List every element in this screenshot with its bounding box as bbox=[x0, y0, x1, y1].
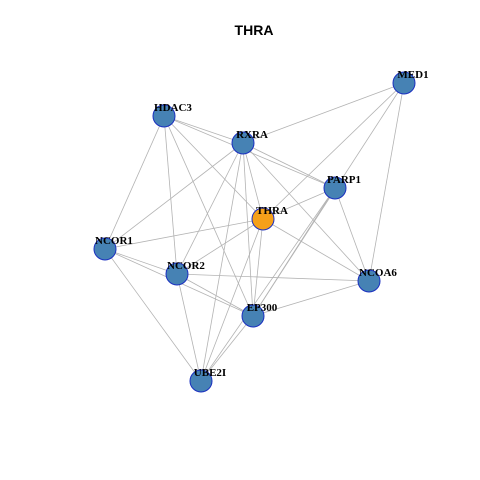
edge-med1-ncoa6 bbox=[368, 82, 405, 282]
node-circle-ncor2 bbox=[165, 262, 189, 286]
edge-ncor2-ncoa6 bbox=[176, 273, 370, 282]
edge-thra-ncor2 bbox=[176, 218, 264, 275]
edge-thra-ep300 bbox=[252, 218, 264, 317]
node-circle-med1 bbox=[392, 71, 416, 95]
node-ube2i: UBE2I bbox=[189, 367, 226, 393]
node-label-ep300: EP300 bbox=[247, 302, 278, 314]
edge-rxra-ep300 bbox=[242, 142, 254, 317]
edge-ncor2-ube2i bbox=[176, 273, 202, 382]
edge-thra-ncoa6 bbox=[262, 218, 370, 282]
edge-parp1-ep300 bbox=[252, 187, 336, 317]
node-label-ncor1: NCOR1 bbox=[95, 235, 133, 247]
edge-parp1-thra bbox=[262, 187, 336, 220]
edge-hdac3-ncor1 bbox=[104, 115, 165, 250]
edges-layer bbox=[104, 82, 405, 382]
edge-thra-ncor1 bbox=[104, 218, 264, 250]
node-label-thra: THRA bbox=[256, 205, 288, 217]
edge-ncoa6-ep300 bbox=[252, 280, 370, 317]
edge-parp1-ncoa6 bbox=[334, 187, 370, 282]
node-ncor1: NCOR1 bbox=[93, 235, 133, 261]
node-label-ncoa6: NCOA6 bbox=[359, 267, 397, 279]
node-label-med1: MED1 bbox=[397, 69, 428, 81]
edge-rxra-ncor1 bbox=[104, 142, 244, 250]
edge-rxra-parp1 bbox=[242, 142, 336, 189]
node-ncor2: NCOR2 bbox=[165, 260, 205, 286]
node-circle-ube2i bbox=[189, 369, 213, 393]
node-ncoa6: NCOA6 bbox=[357, 267, 397, 293]
node-label-ncor2: NCOR2 bbox=[167, 260, 205, 272]
edge-med1-rxra bbox=[242, 82, 405, 144]
node-rxra: RXRA bbox=[231, 129, 268, 155]
chart-title: THRA bbox=[235, 22, 274, 38]
edge-rxra-ncor2 bbox=[176, 142, 244, 275]
node-circle-thra bbox=[251, 207, 275, 231]
edge-hdac3-rxra bbox=[163, 115, 244, 144]
node-circle-rxra bbox=[231, 131, 255, 155]
node-thra: THRA bbox=[251, 205, 288, 231]
node-circle-ncor1 bbox=[93, 237, 117, 261]
edge-ep300-ube2i bbox=[200, 315, 254, 382]
edge-rxra-ube2i bbox=[200, 142, 244, 382]
node-label-parp1: PARP1 bbox=[327, 174, 361, 186]
node-circle-ncoa6 bbox=[357, 269, 381, 293]
edge-parp1-ube2i bbox=[200, 187, 336, 382]
node-ep300: EP300 bbox=[241, 302, 278, 328]
node-med1: MED1 bbox=[392, 69, 429, 95]
node-hdac3: HDAC3 bbox=[152, 102, 192, 128]
node-circle-hdac3 bbox=[152, 104, 176, 128]
node-circle-ep300 bbox=[241, 304, 265, 328]
node-label-hdac3: HDAC3 bbox=[154, 102, 192, 114]
edge-rxra-ncoa6 bbox=[242, 142, 370, 282]
edge-med1-thra bbox=[262, 82, 405, 220]
edge-ncor2-ep300 bbox=[176, 273, 254, 317]
edge-thra-ube2i bbox=[200, 218, 264, 382]
node-label-ube2i: UBE2I bbox=[194, 367, 226, 379]
node-circle-parp1 bbox=[323, 176, 347, 200]
edge-rxra-thra bbox=[242, 142, 264, 220]
node-label-rxra: RXRA bbox=[236, 129, 268, 141]
edge-ncor1-ube2i bbox=[104, 248, 202, 382]
node-parp1: PARP1 bbox=[323, 174, 361, 200]
edge-hdac3-ncor2 bbox=[163, 115, 178, 275]
edge-hdac3-ep300 bbox=[163, 115, 254, 317]
edge-ncor1-ncor2 bbox=[104, 248, 178, 275]
